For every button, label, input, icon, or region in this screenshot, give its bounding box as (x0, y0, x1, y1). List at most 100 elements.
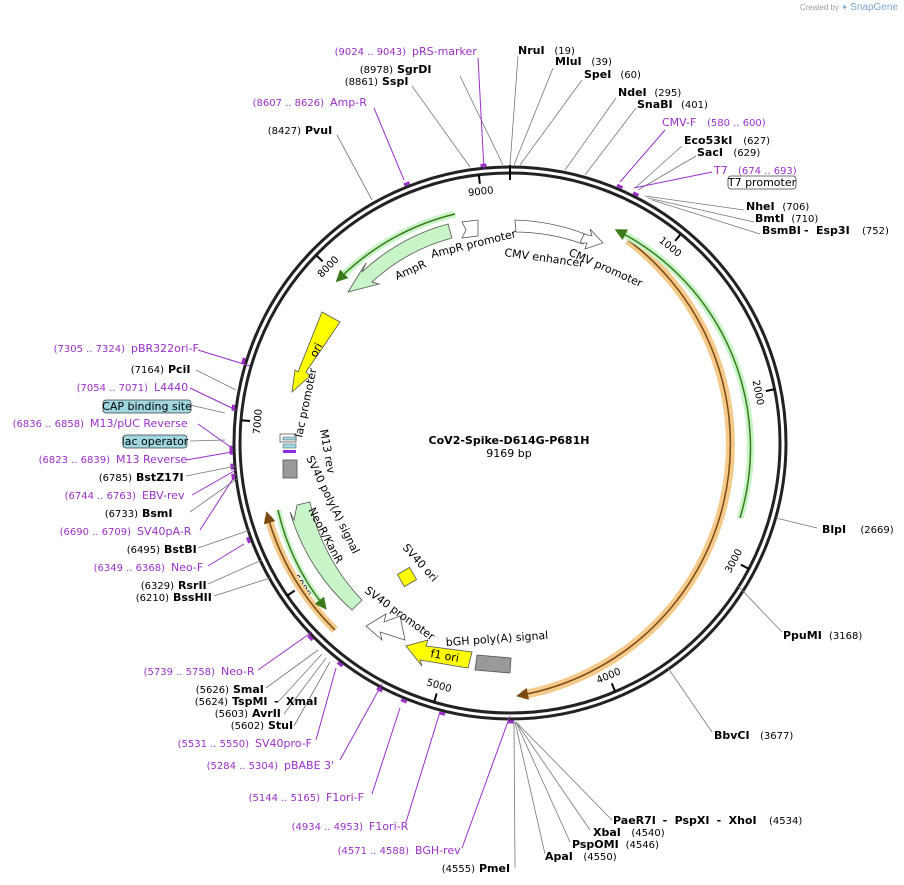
enzyme-position: (4540) (631, 828, 664, 839)
primer-marker (241, 357, 246, 364)
enzyme-position: (627) (743, 136, 770, 147)
label-text: T7 promoter (727, 176, 797, 189)
enzyme-name: BssHII (173, 591, 212, 604)
enzyme-blpi: BlpI(2669) (822, 523, 894, 536)
enzyme-position: (8427) (268, 126, 301, 137)
primer-position: (9024 .. 9043) (335, 47, 407, 58)
primer-name: CMV-F (662, 116, 696, 129)
cmv-enhancer-arrow (514, 219, 586, 245)
snapgene-credit: Created by ✦ SnapGene (800, 2, 898, 13)
enzyme-labels-bottom: PaeR7I-PspXI-XhoI(4534)XbaI(4540)PspOMI(… (442, 814, 803, 875)
boxed-cap-binding-site: CAP binding site (102, 399, 192, 414)
enzyme-mlui: MluI(39) (555, 55, 612, 68)
enzyme-position: (6210) (136, 593, 169, 604)
enzyme-position: (4546) (626, 840, 659, 851)
credit-prefix: Created by (799, 3, 839, 12)
enzyme-name: NdeI (618, 86, 647, 99)
enzyme-name: PmeI (479, 862, 510, 875)
f1-ori-arrow (405, 639, 473, 669)
enzyme-name: BmtI (755, 212, 784, 225)
enzyme-spei: SpeI(60) (584, 68, 641, 81)
enzyme-name: XbaI (593, 826, 621, 839)
enzyme-position: (8861) (345, 77, 378, 88)
primer-prs-marker: (9024 .. 9043)pRS-marker (335, 45, 478, 58)
sv40-polya-box (282, 459, 298, 479)
enzyme-name: SacI (697, 146, 723, 159)
enzyme-position: (3677) (760, 731, 793, 742)
enzyme-position: (752) (862, 226, 889, 237)
bgh-box (474, 654, 512, 674)
enzyme-labels-right: BlpI(2669) PpuMI (3168) BbvCI(3677) (714, 523, 894, 742)
primer-marker (231, 473, 235, 481)
enzyme-name: PpuMI (783, 629, 822, 642)
enzyme-name-alt: XmaI (286, 695, 317, 708)
enzyme-position: (401) (681, 100, 708, 111)
enzyme-name: PspOMI (572, 838, 619, 851)
enzyme-pmei: (4555)PmeI (442, 862, 510, 875)
enzyme-name: PvuI (305, 124, 332, 137)
enzyme-separator: - (274, 695, 279, 708)
primer-position: (5144 .. 5165) (249, 793, 321, 804)
primer-position: (6823 .. 6839) (39, 455, 111, 466)
primer-name: M13 Reverse (116, 453, 187, 466)
primer-ebv-rev: (6744 .. 6763)EBV-rev (65, 489, 185, 502)
enzyme-name: BsmI (142, 507, 173, 520)
primer-t7: T7(674 .. 693) (713, 164, 797, 177)
enzyme-name: PaeR7I (613, 814, 656, 827)
enzyme-name: BsmBI (762, 224, 801, 237)
enzyme-position: (3168) (829, 631, 862, 642)
primer-position: (5284 .. 5304) (207, 761, 279, 772)
tick-mark (674, 233, 682, 242)
primer-position: (7305 .. 7324) (54, 344, 126, 355)
enzyme-labels-top: NruI(19)MluI(39)SpeI(60) NdeI(295)SnaBI(4… (268, 44, 889, 237)
cap-site-mark (282, 436, 297, 441)
enzyme-position: (4550) (583, 852, 616, 863)
enzyme-name: BlpI (822, 523, 846, 536)
primer-name: Amp-R (330, 96, 367, 109)
label-box (102, 399, 192, 414)
enzyme-nhei: NheI(706) (746, 200, 809, 213)
tick-label: 5000 (425, 677, 453, 695)
tick-label: 7000 (252, 409, 265, 435)
m13-rev-mark (283, 450, 296, 453)
primer-name: BGH-rev (415, 844, 461, 857)
primer-name: EBV-rev (142, 489, 185, 502)
primer-marker (376, 686, 383, 693)
enzyme-ndei: NdeI(295) (618, 86, 681, 99)
primer-m13-puc-reverse: (6836 .. 6858)M13/pUC Reverse (13, 417, 188, 430)
primer-neo-f: (6349 .. 6368)Neo-F (94, 561, 204, 574)
enzyme-name: BstBI (164, 543, 197, 556)
primer-position: (6349 .. 6368) (94, 563, 166, 574)
enzyme-name: SspI (382, 75, 408, 88)
ampr-arrow (347, 223, 453, 293)
primer-position: (6690 .. 6709) (60, 527, 132, 538)
primer-name: L4440 (154, 381, 188, 394)
enzyme-bbvci: BbvCI(3677) (714, 729, 793, 742)
enzyme-position: (6733) (105, 509, 138, 520)
primer-marker (403, 181, 411, 187)
sv40-ori-box (396, 566, 418, 588)
enzyme-position: (5603) (215, 709, 248, 720)
enzyme-snabi: SnaBI(401) (637, 98, 708, 111)
enzyme-pspomi: PspOMI (4546) (572, 838, 659, 851)
enzyme-position: (6785) (99, 473, 132, 484)
primer-bgh-rev: (4571 .. 4588)BGH-rev (338, 844, 462, 857)
primer-name: SV40pro-F (255, 737, 312, 750)
enzyme-sspi: (8861) SspI (345, 75, 409, 88)
primer-name: SV40pA-R (137, 525, 192, 538)
tick-mark (477, 174, 481, 184)
enzyme-smai: (5626)SmaI (196, 683, 264, 696)
enzyme-position: (5626) (196, 685, 229, 696)
enzyme-name: Eco53kI (684, 134, 732, 147)
enzyme-name: SpeI (584, 68, 611, 81)
enzyme-position: (6495) (127, 545, 160, 556)
enzyme-rsrii: (6329)RsrII (141, 579, 207, 592)
enzyme-position: (706) (782, 202, 809, 213)
enzyme-labels-left: (7164)PciI(6785)BstZ17I(6733)BsmI(6495)B… (99, 363, 318, 732)
tick-label: 9000 (468, 185, 495, 199)
tick-mark (286, 589, 296, 597)
tick-label: 2000 (750, 379, 766, 406)
primer-marker (632, 191, 640, 197)
enzyme-nrui: NruI(19) (518, 44, 575, 57)
